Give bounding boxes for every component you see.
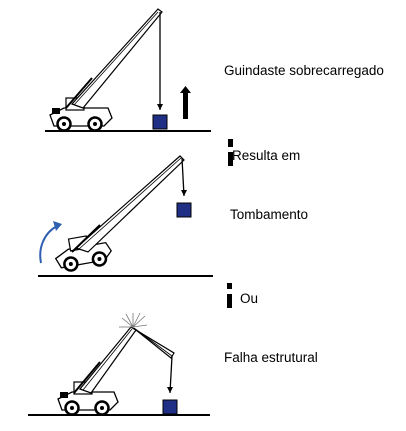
crane-carrier xyxy=(57,381,119,416)
hook xyxy=(167,387,173,393)
caption-tipping: Tombamento xyxy=(230,207,309,222)
caption-results-in: Resulta em xyxy=(232,148,301,163)
panel-structural-failure xyxy=(28,312,210,416)
overload-arrow xyxy=(180,86,191,119)
hook xyxy=(181,190,187,196)
down-arrow-icon xyxy=(227,294,232,308)
hoist-cable xyxy=(169,355,173,394)
crane-boom-lower xyxy=(73,326,137,394)
suspended-load xyxy=(152,114,168,130)
suspended-load xyxy=(176,202,192,218)
caption-structural-failure: Falha estrutural xyxy=(224,350,318,365)
down-arrow-icon xyxy=(227,283,232,289)
down-arrow-icon xyxy=(228,152,233,166)
crane-boom xyxy=(65,8,163,109)
crane-boom-buckled xyxy=(130,326,175,359)
caption-or: Ou xyxy=(240,291,259,306)
down-arrow-icon xyxy=(228,139,233,147)
break-flash-icon xyxy=(119,312,148,328)
hoist-cable xyxy=(181,157,185,197)
suspended-load xyxy=(162,399,178,415)
crane-boom xyxy=(71,155,185,253)
hook xyxy=(157,104,163,110)
panel-tipping xyxy=(38,155,213,277)
panel-overloaded xyxy=(45,8,211,132)
rotation-arrow-icon xyxy=(39,221,62,264)
crane-carrier xyxy=(54,235,112,272)
caption-overloaded: Guindaste sobrecarregado xyxy=(224,63,384,78)
